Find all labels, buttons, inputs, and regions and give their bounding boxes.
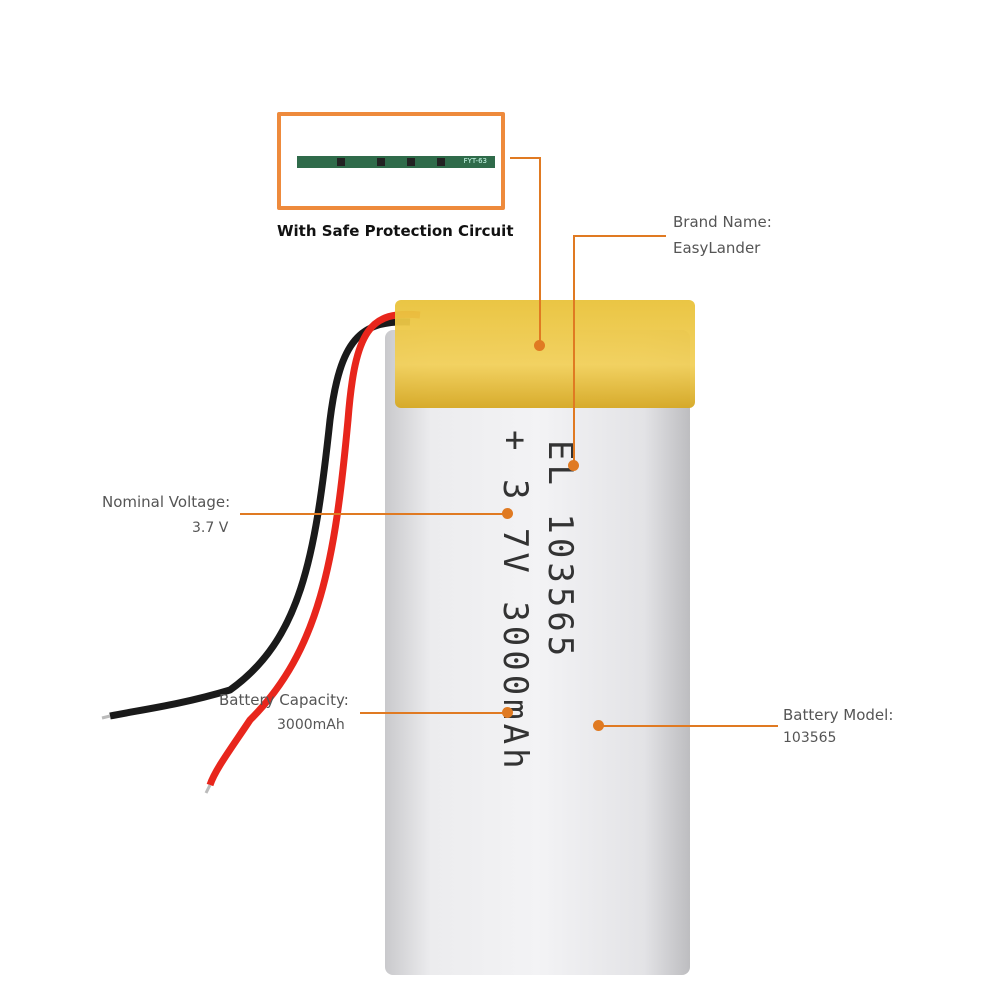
pcb-image: FYT-63 — [297, 156, 495, 168]
model-dot — [593, 720, 604, 731]
inset-connector-vertical — [539, 157, 541, 345]
battery-print-spec: + 3.7V 3000mAh — [495, 430, 535, 773]
brand-label: Brand Name: — [673, 213, 772, 231]
brand-line-vertical — [573, 235, 575, 463]
brand-dot — [568, 460, 579, 471]
battery-body — [385, 330, 690, 975]
brand-line — [574, 235, 666, 237]
inset-connector — [510, 157, 540, 159]
protection-circuit-inset: FYT-63 — [277, 112, 505, 210]
model-label: Battery Model: — [783, 706, 894, 724]
voltage-value: 3.7 V — [192, 520, 229, 536]
inset-dot — [534, 340, 545, 351]
pcb-marking: FYT-63 — [463, 157, 487, 165]
capacity-label: Battery Capacity: — [219, 691, 349, 709]
capacity-dot — [502, 707, 513, 718]
voltage-dot — [502, 508, 513, 519]
yellow-tape — [395, 300, 695, 408]
voltage-line — [240, 513, 505, 515]
battery-print-model: EL 103565 — [540, 440, 580, 661]
capacity-value: 3000mAh — [277, 717, 345, 733]
model-line — [600, 725, 778, 727]
brand-value: EasyLander — [673, 239, 761, 257]
capacity-line — [360, 712, 505, 714]
voltage-label: Nominal Voltage: — [102, 493, 231, 511]
inset-caption: With Safe Protection Circuit — [277, 222, 514, 240]
model-value: 103565 — [783, 730, 837, 746]
